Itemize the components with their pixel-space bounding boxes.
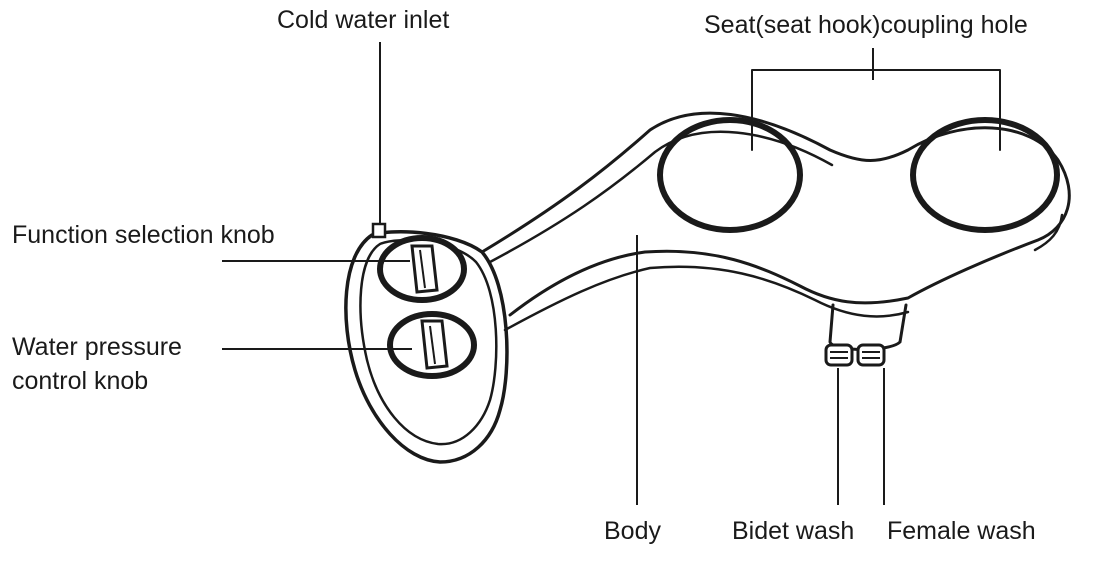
- label-female-wash: Female wash: [887, 517, 1036, 545]
- label-function-knob: Function selection knob: [12, 221, 275, 249]
- label-pressure-knob-line1: Water pressure: [12, 333, 182, 361]
- nozzle-female-icon: [856, 343, 886, 367]
- body-plate-rim: [488, 130, 834, 264]
- body-plate-side: [503, 265, 910, 332]
- nozzle-bidet-icon: [824, 343, 854, 367]
- leader-coupling-hole-bracket: [751, 69, 1001, 151]
- label-cold-water-inlet: Cold water inlet: [277, 6, 450, 34]
- control-panel-outer: [344, 230, 509, 464]
- control-panel-inner: [359, 239, 498, 446]
- cold-water-inlet-stub: [371, 222, 387, 239]
- label-body: Body: [604, 517, 661, 545]
- coupling-hole-left: [657, 117, 803, 233]
- label-seat-coupling-hole: Seat(seat hook)coupling hole: [704, 11, 1028, 39]
- body-plate-outline: [480, 111, 1071, 317]
- body-plate-right-edge: [1033, 213, 1064, 252]
- label-bidet-wash: Bidet wash: [732, 517, 855, 545]
- coupling-hole-right: [910, 117, 1060, 233]
- function-knob-icon: [377, 235, 467, 303]
- label-pressure-knob-line2: control knob: [12, 367, 149, 395]
- pressure-knob-icon: [387, 311, 477, 379]
